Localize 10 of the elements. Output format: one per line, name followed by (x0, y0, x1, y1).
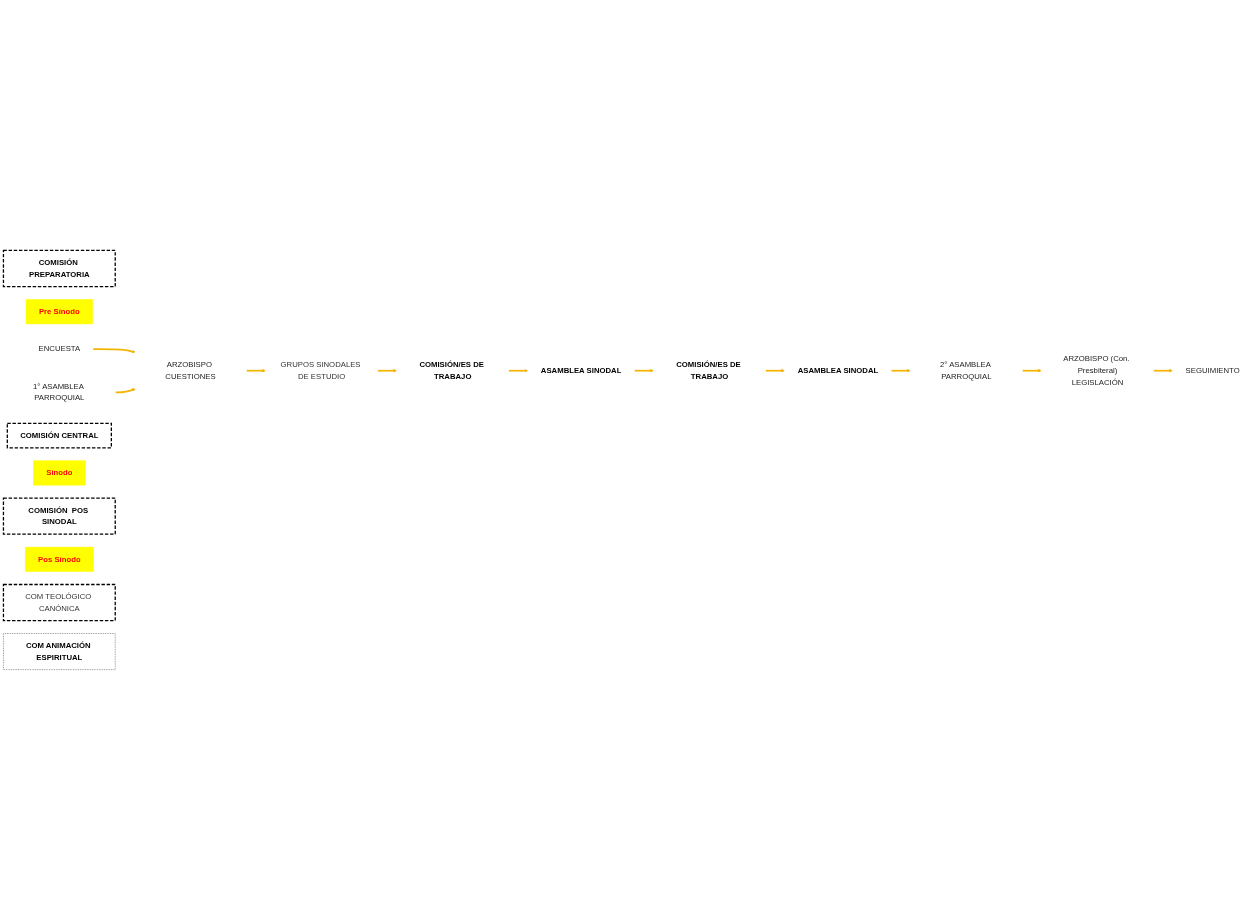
arrow (92, 348, 136, 354)
arrow (890, 369, 911, 374)
arrow (1152, 369, 1173, 374)
arrow (245, 369, 266, 374)
arrow (633, 369, 654, 374)
arrow (764, 369, 785, 374)
arrow (376, 369, 397, 374)
arrow (507, 369, 529, 374)
arrow (1021, 369, 1042, 374)
arrow (114, 388, 136, 394)
